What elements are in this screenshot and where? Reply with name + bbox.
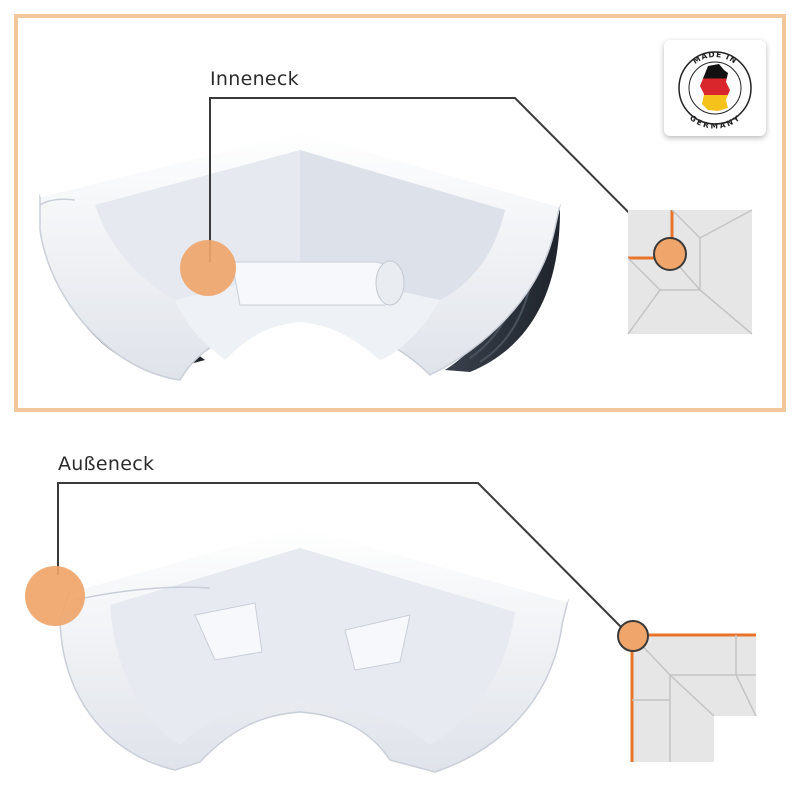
outer-corner-leader	[57, 482, 623, 629]
highlight-frame	[14, 14, 786, 412]
inner-corner-label: Inneneck	[210, 68, 299, 90]
outer-corner-label: Außeneck	[58, 453, 155, 475]
inner-corner-tile-diagram	[627, 209, 753, 335]
made-in-germany-badge: MADE IN GERMANY	[664, 40, 766, 136]
inner-corner-marker	[180, 240, 236, 296]
inner-corner-leader	[209, 97, 669, 262]
outer-corner-tile-diagram	[617, 620, 757, 762]
inner-corner-gutter	[39, 127, 561, 381]
outer-corner-marker	[25, 566, 85, 626]
outer-corner-gutter	[59, 522, 569, 773]
